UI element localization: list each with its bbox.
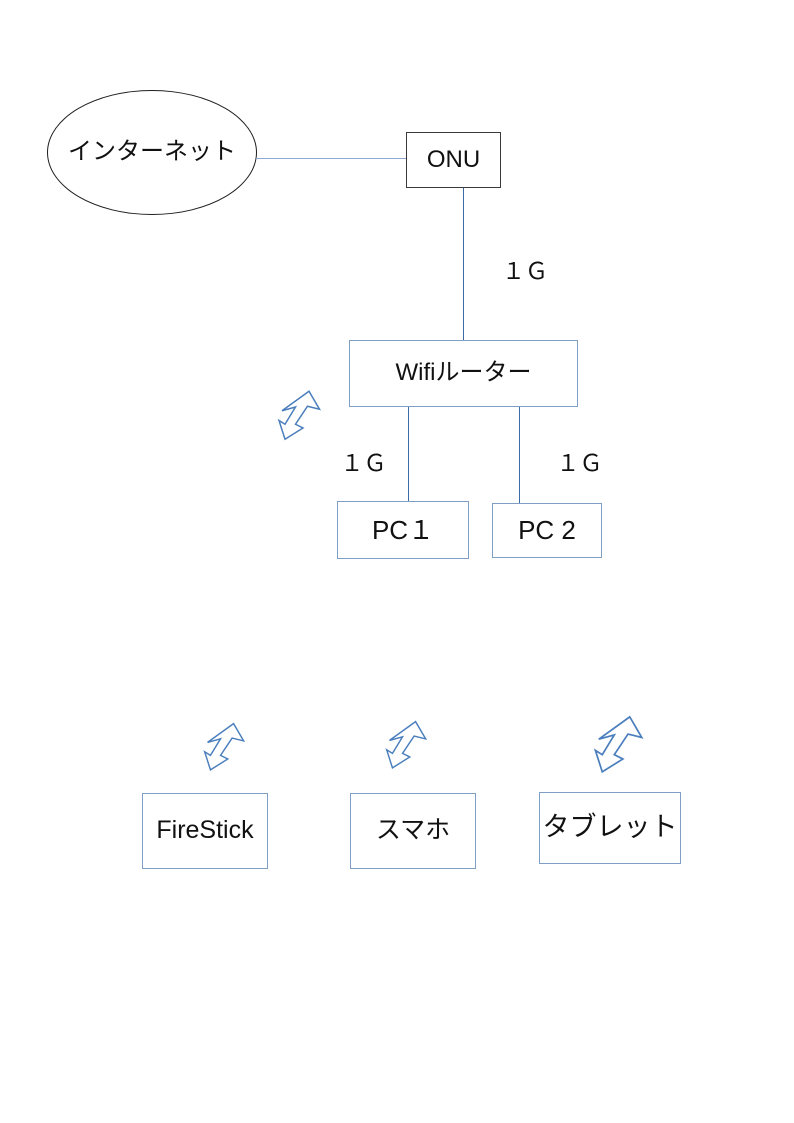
- node-pc1: PC１: [337, 501, 469, 559]
- node-internet: インターネット: [47, 90, 257, 215]
- node-pc2-label: PC 2: [518, 515, 576, 546]
- connector-router-pc2: [519, 407, 520, 503]
- node-pc2: PC 2: [492, 503, 602, 558]
- link-label-router-pc2: １Ｇ: [556, 450, 603, 476]
- node-wifi-router-label: Wifiルーター: [395, 359, 532, 387]
- node-firestick-label: FireStick: [156, 816, 254, 845]
- connector-onu-router: [463, 188, 464, 340]
- connector-router-pc1: [408, 407, 409, 501]
- node-wifi-router: Wifiルーター: [349, 340, 578, 407]
- node-pc1-label: PC１: [371, 514, 435, 545]
- node-tablet-label: タブレット: [542, 812, 678, 843]
- wireless-bolt-icon-router: [270, 382, 324, 447]
- node-internet-label: インターネット: [68, 138, 236, 166]
- node-tablet: タブレット: [539, 792, 681, 864]
- connector-internet-onu: [256, 158, 406, 159]
- link-label-onu-router: １Ｇ: [502, 258, 548, 284]
- node-smartphone-label: スマホ: [375, 816, 451, 845]
- wireless-bolt-icon-firestick: [196, 714, 248, 778]
- node-onu-label: ONU: [426, 145, 481, 173]
- wireless-bolt-icon-tablet: [585, 710, 647, 777]
- node-onu: ONU: [406, 132, 501, 188]
- wireless-bolt-icon-smartphone: [378, 712, 430, 776]
- node-smartphone: スマホ: [350, 793, 476, 869]
- node-firestick: FireStick: [142, 793, 268, 869]
- link-label-router-pc1: １Ｇ: [340, 450, 387, 476]
